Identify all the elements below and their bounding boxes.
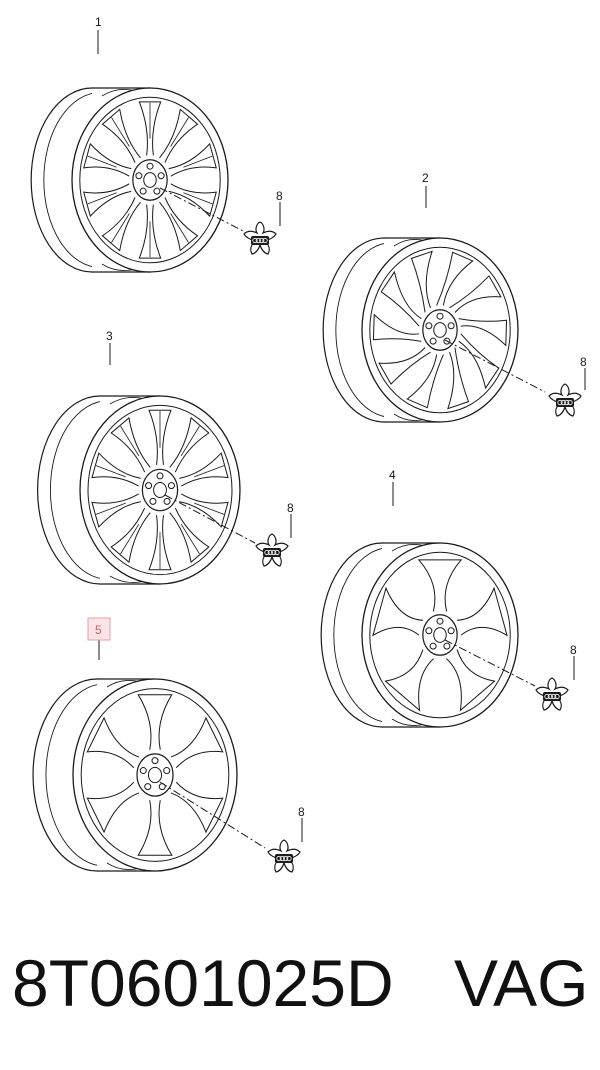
callout-cap-b[interactable]: 8 [580,355,587,369]
wheel-5 [32,678,238,872]
wheel-4 [320,542,519,728]
brand-name: VAG [454,946,589,1020]
callout-wheel-2[interactable]: 2 [422,171,429,185]
callout-wheel-1[interactable]: 1 [95,15,102,29]
center-cap-c[interactable]: 8 [164,494,294,567]
center-cap-a[interactable]: 8 [159,187,283,255]
callout-cap-a[interactable]: 8 [276,189,283,203]
callout-wheel-5[interactable]: 5 [95,623,102,637]
center-cap-e[interactable]: 8 [159,781,305,873]
callout-cap-c[interactable]: 8 [287,501,294,515]
part-number: 8T0601025D [12,946,394,1020]
exploded-parts-diagram: 1 2 3 4 5 8 8 8 8 8 [30,15,587,873]
wheel-1 [30,87,229,273]
center-cap-b[interactable]: 8 [444,339,587,417]
callout-wheel-5-highlight [87,617,111,641]
center-cap-d[interactable]: 8 [444,639,577,711]
part-number-footer: 8T0601025D VAG [12,938,592,1028]
callout-cap-e[interactable]: 8 [298,805,305,819]
wheel-3 [36,395,241,585]
wheel-2 [322,237,519,423]
callout-wheel-4[interactable]: 4 [389,468,396,482]
callout-cap-d[interactable]: 8 [570,643,577,657]
callout-wheel-3[interactable]: 3 [106,329,113,343]
